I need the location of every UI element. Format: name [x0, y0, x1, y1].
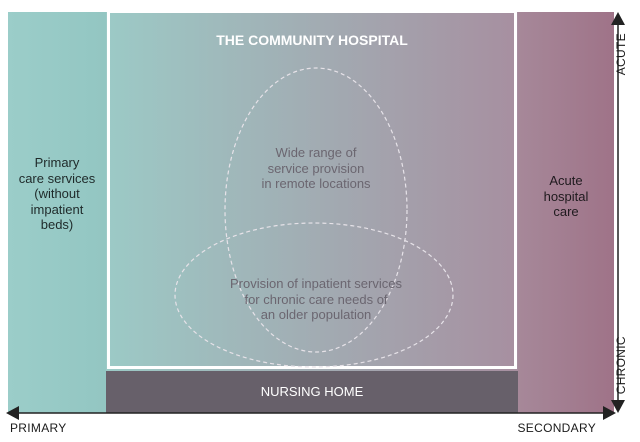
acute-care-line: Acute — [549, 173, 583, 188]
primary-care-line: care services — [18, 170, 96, 186]
acute-care-line: care — [553, 204, 579, 220]
primary-care-line: beds) — [40, 217, 74, 233]
primary-care-panel — [8, 12, 106, 413]
inpatient-services-label: Provision of inpatient services for chro… — [196, 276, 436, 323]
acute-care-line: hospital — [543, 188, 589, 204]
inpatient-services-line: for chronic care needs of — [244, 291, 388, 307]
x-axis-left-arrow — [6, 406, 19, 420]
remote-services-label: Wide range of service provision in remot… — [216, 145, 416, 192]
remote-services-line: Wide range of — [275, 145, 357, 160]
primary-care-line: Primary — [34, 155, 80, 170]
acute-care-panel — [518, 12, 614, 413]
remote-services-line: service provision — [267, 160, 365, 176]
inpatient-services-line: Provision of inpatient services — [230, 276, 402, 291]
inpatient-services-ellipse — [174, 222, 454, 368]
primary-care-line: impatient — [30, 201, 84, 217]
x-axis-label-secondary: SECONDARY — [517, 421, 596, 435]
y-axis-label-acute: ACUTE — [613, 33, 628, 76]
y-axis-bottom-arrow — [611, 400, 625, 413]
remote-services-line: in remote locations — [261, 176, 371, 192]
y-axis-label-chronic: CHRONIC — [613, 336, 628, 395]
y-axis-top-arrow — [611, 12, 625, 25]
primary-care-label: Primary care services (without impatient… — [8, 155, 106, 233]
nursing-home-band — [106, 371, 518, 413]
x-axis-right-arrow — [603, 406, 616, 420]
nursing-home-label: NURSING HOME — [260, 384, 364, 399]
diagram-title: THE COMMUNITY HOSPITAL — [216, 32, 408, 48]
acute-care-label: Acute hospital care — [518, 173, 614, 220]
primary-care-line: (without — [34, 186, 80, 202]
x-axis-label-primary: PRIMARY — [10, 421, 67, 435]
remote-services-ellipse — [224, 67, 408, 353]
inpatient-services-line: an older population — [260, 307, 372, 323]
